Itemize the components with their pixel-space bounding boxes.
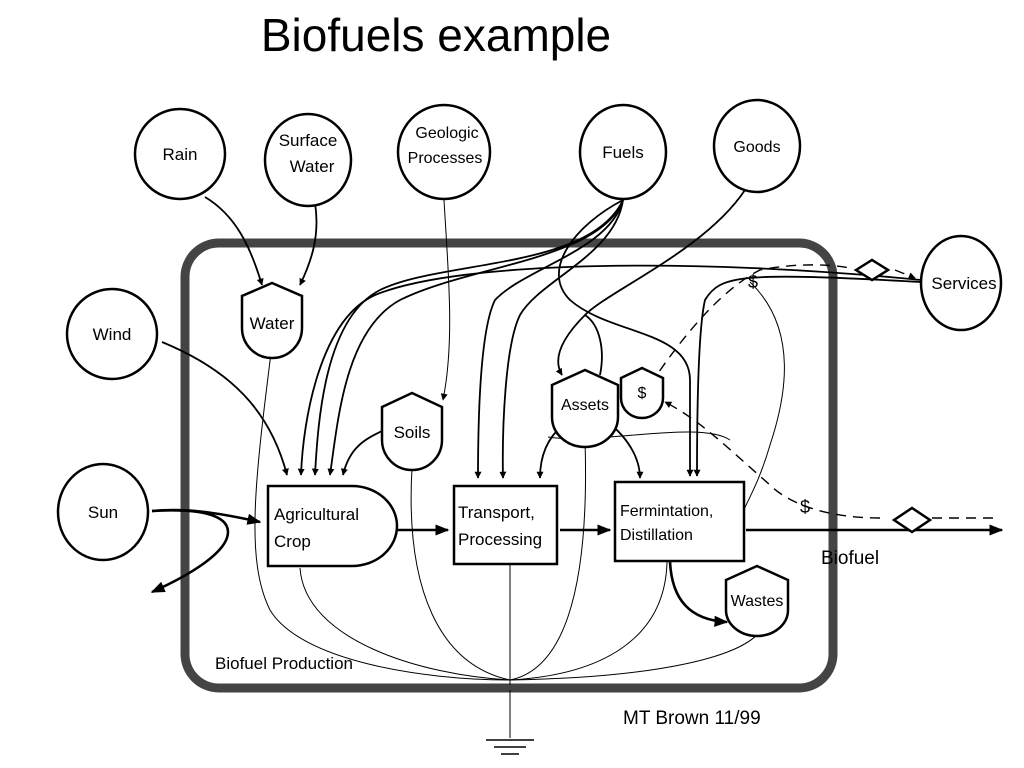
surface-water-label-line2: Water bbox=[290, 157, 335, 176]
money-label-top: $ bbox=[748, 272, 758, 292]
source-flows bbox=[150, 196, 451, 594]
agri-label-line2: Crop bbox=[274, 532, 311, 551]
slide-title: Biofuels example bbox=[260, 9, 612, 61]
process-agricultural-crop: Agricultural Crop bbox=[266, 484, 399, 568]
product-chain-flows bbox=[398, 524, 1004, 627]
storage-soils-label: Soils bbox=[394, 423, 431, 442]
surface-water-label-line1: Surface bbox=[279, 131, 338, 150]
source-geologic-processes: Geologic Processes bbox=[396, 103, 492, 201]
heat-sink-icon bbox=[486, 739, 534, 755]
storage-water-label: Water bbox=[250, 314, 295, 333]
geologic-label-line1: Geologic bbox=[415, 125, 478, 142]
money-flows bbox=[649, 264, 993, 519]
author-credit: MT Brown 11/99 bbox=[623, 708, 761, 729]
source-wind-label: Wind bbox=[93, 325, 132, 344]
ferment-label-line1: Fermintation, bbox=[620, 503, 713, 520]
soils-to-crop-flow bbox=[341, 429, 385, 476]
source-goods-label: Goods bbox=[733, 139, 780, 156]
transport-label-line2: Processing bbox=[458, 530, 542, 549]
ferment-label-line2: Distillation bbox=[620, 527, 693, 544]
storage-soils: Soils bbox=[380, 391, 444, 472]
biofuel-output-label: Biofuel bbox=[821, 548, 879, 569]
biofuel-transaction-diamond bbox=[891, 506, 933, 534]
geologic-label-line2: Processes bbox=[408, 150, 483, 167]
agri-label-line1: Agricultural bbox=[274, 505, 359, 524]
source-services: Services bbox=[919, 234, 1003, 332]
process-transport-processing: Transport, Processing bbox=[452, 484, 559, 566]
storage-wastes: Wastes bbox=[724, 564, 790, 638]
process-fermentation-distillation: Fermintation, Distillation bbox=[613, 480, 746, 563]
source-rain-label: Rain bbox=[163, 145, 198, 164]
storage-assets: Assets bbox=[550, 368, 620, 449]
source-fuels: Fuels bbox=[578, 103, 668, 201]
source-rain: Rain bbox=[133, 107, 227, 201]
source-sun-label: Sun bbox=[88, 503, 118, 522]
services-flows bbox=[297, 264, 922, 519]
source-wind: Wind bbox=[65, 287, 159, 381]
source-services-label: Services bbox=[931, 274, 996, 293]
storage-wastes-label: Wastes bbox=[731, 593, 784, 610]
storage-assets-label: Assets bbox=[561, 397, 609, 414]
money-label-mid: $ bbox=[800, 497, 810, 517]
source-surface-water: Surface Water bbox=[263, 112, 353, 208]
services-transaction-diamond bbox=[853, 258, 891, 282]
storage-money: $ bbox=[619, 366, 665, 420]
transport-label-line1: Transport, bbox=[458, 503, 535, 522]
storage-money-label: $ bbox=[638, 385, 647, 402]
storage-water: Water bbox=[240, 281, 304, 360]
source-fuels-label: Fuels bbox=[602, 143, 644, 162]
system-boundary bbox=[180, 238, 838, 693]
fuels-goods-flows bbox=[311, 189, 746, 479]
system-name-label: Biofuel Production bbox=[215, 654, 353, 673]
source-goods: Goods bbox=[712, 98, 802, 194]
source-sun: Sun bbox=[56, 462, 150, 562]
